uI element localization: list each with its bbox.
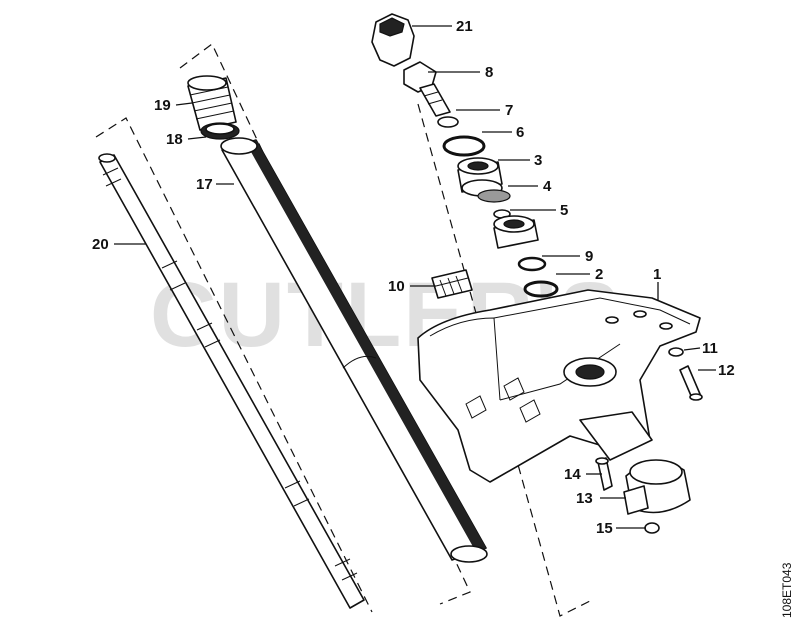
callout-2: 2 (595, 266, 603, 283)
part-7-snap-ring (437, 116, 459, 128)
leader-lines (114, 25, 716, 529)
callout-17: 17 (196, 176, 213, 193)
part-6-circlip (442, 135, 486, 157)
callout-20: 20 (92, 236, 109, 253)
callout-6: 6 (516, 124, 524, 141)
callout-12: 12 (718, 362, 735, 379)
part-10-sleeve (431, 269, 473, 299)
callout-15: 15 (596, 520, 613, 537)
part-18-bearing (200, 122, 240, 140)
part-14-screw (595, 457, 613, 491)
callout-5: 5 (560, 202, 568, 219)
part-12-screw (679, 365, 703, 401)
part-3-ball-bearing (457, 157, 503, 197)
part-1-gear-housing (417, 289, 701, 483)
part-8-pinion (403, 61, 451, 117)
callout-10: 10 (388, 278, 405, 295)
callout-21: 21 (456, 18, 473, 35)
callout-3: 3 (534, 152, 542, 169)
callout-labels: 21 8 7 6 3 4 5 9 2 1 10 11 12 14 13 15 1… (92, 18, 735, 537)
callout-9: 9 (585, 248, 593, 265)
part-2-circlip (523, 280, 559, 298)
assembly-axis-lines (95, 43, 593, 617)
callout-8: 8 (485, 64, 493, 81)
callout-13: 13 (576, 490, 593, 507)
part-20-drive-shaft (98, 153, 365, 609)
part-4-washer (477, 189, 511, 203)
part-19-threaded-bushing (187, 75, 237, 131)
callout-1: 1 (653, 266, 661, 283)
callout-4: 4 (543, 178, 552, 195)
part-21-coupling (371, 13, 415, 67)
drawing-code: 108ET043 (780, 562, 794, 618)
part-11-washer (668, 347, 684, 357)
callout-7: 7 (505, 102, 513, 119)
callout-19: 19 (154, 97, 171, 114)
part-17-drive-tube (220, 137, 488, 563)
part-15-nut (644, 522, 660, 534)
part-bearing-lower (493, 215, 539, 249)
part-13-clamp (623, 459, 691, 515)
callout-18: 18 (166, 131, 183, 148)
callout-14: 14 (564, 466, 581, 483)
callout-11: 11 (702, 340, 718, 357)
part-9-snap-ring (517, 256, 547, 272)
